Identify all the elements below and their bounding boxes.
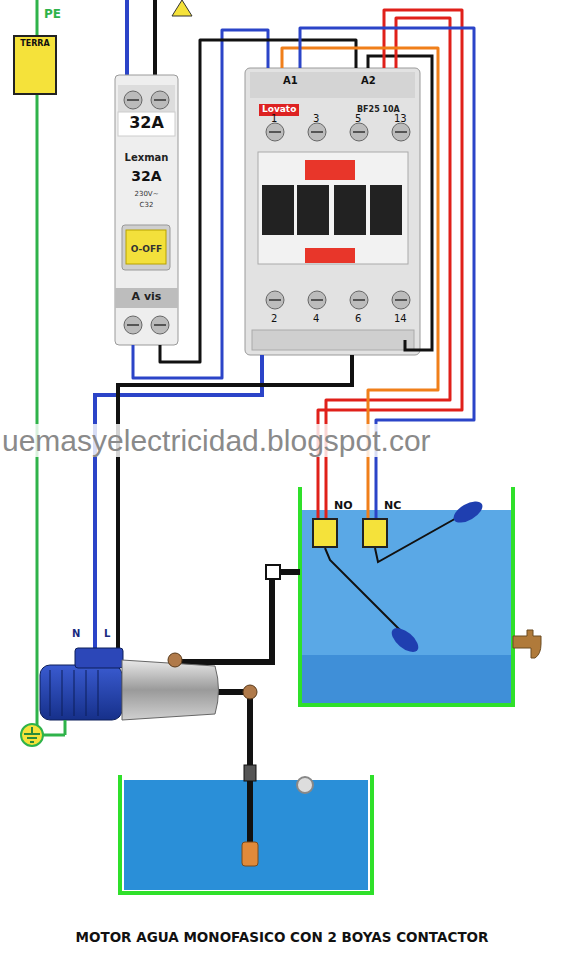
- node-text: A2: [361, 75, 376, 86]
- wire-connector: [160, 40, 356, 362]
- node-text: 4: [313, 313, 319, 324]
- pe-label: PE: [44, 8, 61, 21]
- neutral-label: N: [72, 628, 80, 639]
- node-text: 5: [355, 113, 361, 124]
- node-text: 3: [313, 113, 319, 124]
- diagram-title: MOTOR AGUA MONOFASICO CON 2 BOYAS CONTAC…: [0, 930, 564, 945]
- node-text: 230V~: [115, 191, 178, 199]
- node-text: Lovato: [259, 104, 299, 116]
- node-text: A vis: [115, 291, 178, 303]
- node-text: 2: [271, 313, 277, 324]
- float-switch-no: NO: [312, 518, 338, 548]
- node-text: O-OFF: [115, 245, 178, 255]
- node-text: 14: [394, 313, 407, 324]
- node-text: 6: [355, 313, 361, 324]
- watermark: uemasyelectricidad.blogspot.cor: [2, 424, 431, 457]
- node-text: Lexman: [115, 152, 178, 163]
- line-label: L: [104, 628, 110, 639]
- node-text: 32A: [115, 169, 178, 184]
- circuit-breaker: 32A Lexman 32A 230V~ C32O-OFF A vis: [115, 75, 178, 345]
- node-text: TERRA: [15, 40, 55, 49]
- node-text: NO: [334, 500, 353, 512]
- node-text: 1: [271, 113, 277, 124]
- float-switch-nc: NC: [362, 518, 388, 548]
- node-text: A1: [283, 75, 298, 86]
- node-text: 32A: [115, 114, 178, 132]
- node-text: BF25 10A: [357, 106, 400, 115]
- ground-terminal-box: TERRA: [13, 35, 57, 95]
- node-text: C32: [115, 202, 178, 210]
- node-text: NC: [384, 500, 401, 512]
- node-text: 13: [394, 113, 407, 124]
- contactor: A1A2LovatoBF25 10A1351324614: [245, 68, 420, 355]
- wire-line: [160, 40, 356, 362]
